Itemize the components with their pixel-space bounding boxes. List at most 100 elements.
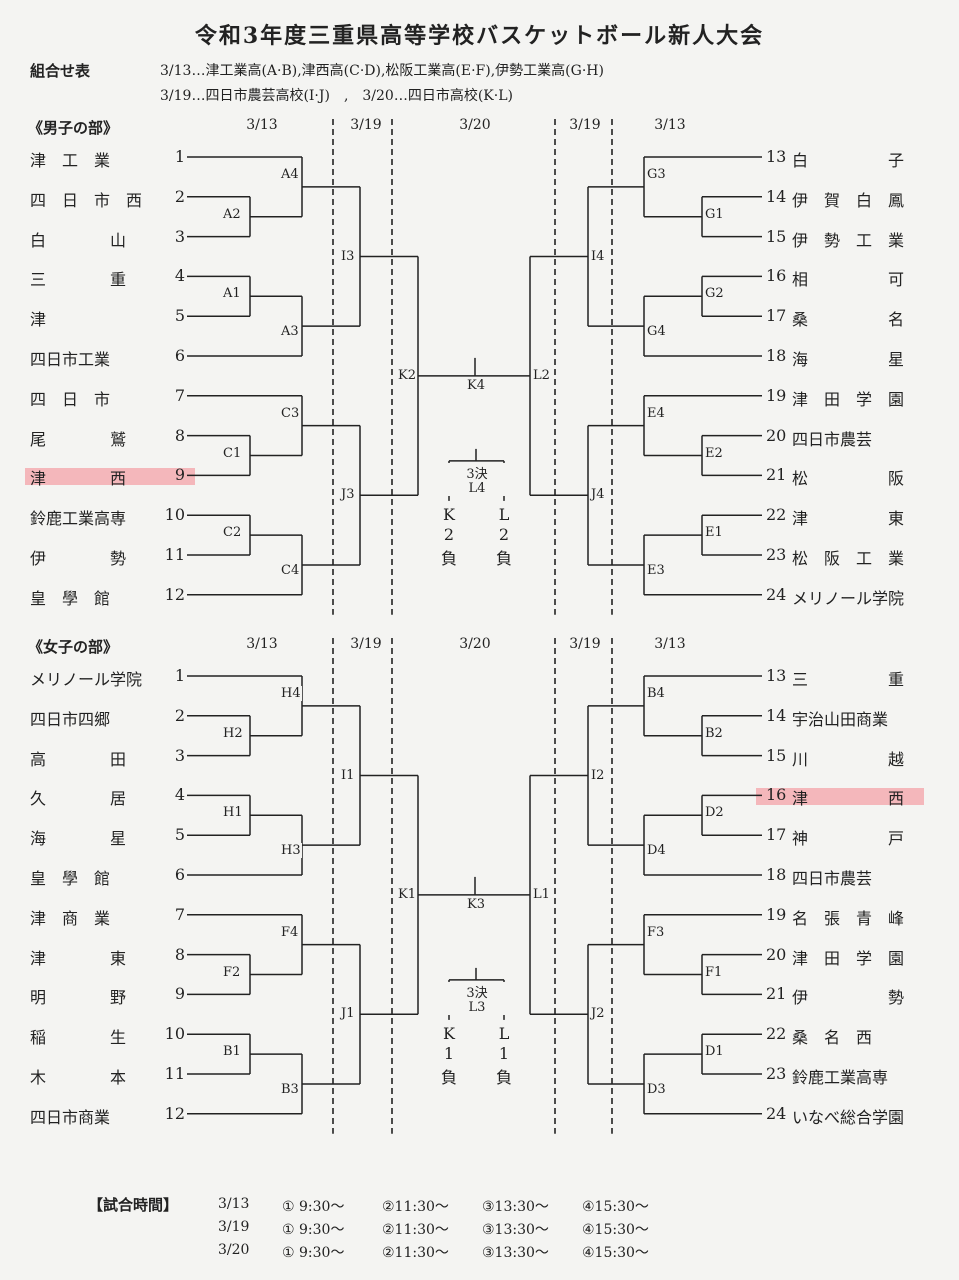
boys-team-right-13: 白 子 xyxy=(792,151,905,170)
girls-team-left-10: 稲 生 xyxy=(30,1028,127,1048)
girls-third-right-0: L xyxy=(498,1023,510,1043)
girls-match-D3: D3 xyxy=(646,1081,667,1097)
boys-match-G4: G4 xyxy=(646,324,667,340)
girls-team-right-22: 桑 名 西 xyxy=(792,1028,873,1048)
boys-seed-left-2: 2 xyxy=(174,186,185,206)
girls-seed-right-21: 21 xyxy=(766,984,787,1004)
venue-line-2: 3/19…四日市農芸高校(I·J) , 3/20…四日市高校(K·L) xyxy=(160,88,513,104)
schedule-date-1: 3/19 xyxy=(218,1219,250,1235)
schedule-t4-0: ④15:30～ xyxy=(582,1199,649,1215)
schedule-t3-1: ③13:30～ xyxy=(482,1222,549,1238)
girls-seed-left-11: 11 xyxy=(164,1064,185,1083)
boys-date-2: 3/20 xyxy=(459,117,491,133)
boys-third-right-0: L xyxy=(498,504,510,524)
girls-seed-right-16: 16 xyxy=(766,785,787,805)
girls-team-right-18: 四日市農芸 xyxy=(792,869,873,888)
boys-team-left-3: 白 山 xyxy=(30,230,127,250)
boys-seed-left-1: 1 xyxy=(174,147,185,166)
boys-match-C3: C3 xyxy=(280,405,301,421)
schedule-t1-0: ① 9:30～ xyxy=(282,1199,345,1215)
boys-match-G1: G1 xyxy=(704,206,725,222)
girls-team-right-17: 神 戸 xyxy=(792,829,905,849)
boys-team-left-5: 津 xyxy=(30,310,47,330)
girls-match-J2: J2 xyxy=(590,1006,606,1022)
girls-team-left-2: 四日市四郷 xyxy=(30,709,111,729)
schedule-t4-1: ④15:30～ xyxy=(582,1222,649,1238)
boys-team-right-15: 伊 勢 工 業 xyxy=(792,230,905,250)
schedule-t2-2: ②11:30～ xyxy=(382,1245,449,1261)
boys-third-title: 3決 xyxy=(436,462,518,482)
boys-match-E2: E2 xyxy=(704,445,724,461)
boys-third-left-2: 負 xyxy=(440,548,457,568)
schedule-label: 【試合時間】 xyxy=(88,1196,179,1214)
boys-seed-left-11: 11 xyxy=(164,545,185,564)
boys-date-1: 3/19 xyxy=(350,117,382,133)
girls-third-right-1: 1 xyxy=(498,1043,510,1063)
girls-team-right-24: いなべ総合学園 xyxy=(792,1107,905,1127)
boys-match-J3: J3 xyxy=(340,487,356,503)
schedule-date-2: 3/20 xyxy=(218,1242,250,1258)
boys-team-left-6: 四日市工業 xyxy=(30,350,111,369)
boys-seed-right-15: 15 xyxy=(766,226,787,246)
boys-seed-left-7: 7 xyxy=(174,385,185,405)
boys-seed-right-18: 18 xyxy=(766,346,787,365)
boys-seed-right-16: 16 xyxy=(766,266,787,286)
girls-third-left-1: 1 xyxy=(443,1043,455,1063)
girls-seed-right-17: 17 xyxy=(766,825,787,845)
boys-team-right-19: 津 田 学 園 xyxy=(792,389,905,409)
girls-seed-left-9: 9 xyxy=(174,984,185,1004)
boys-team-right-14: 伊 賀 白 鳳 xyxy=(792,190,905,210)
girls-date-1: 3/19 xyxy=(350,636,382,652)
boys-match-I3: I3 xyxy=(340,248,356,264)
girls-seed-right-19: 19 xyxy=(766,904,787,924)
boys-seed-left-6: 6 xyxy=(174,346,185,365)
girls-section-title: 《女子の部》 xyxy=(28,638,119,656)
boys-team-right-17: 桑 名 xyxy=(792,310,905,330)
girls-match-F4: F4 xyxy=(280,924,300,940)
girls-seed-left-2: 2 xyxy=(174,705,185,725)
boys-match-I4: I4 xyxy=(590,248,606,264)
girls-seed-left-12: 12 xyxy=(164,1103,185,1123)
girls-seed-left-1: 1 xyxy=(174,666,185,685)
boys-seed-left-9: 9 xyxy=(174,465,185,485)
girls-match-H3: H3 xyxy=(280,843,302,859)
boys-match-A2: A2 xyxy=(222,206,242,222)
boys-team-right-22: 津 東 xyxy=(792,509,905,529)
girls-seed-right-15: 15 xyxy=(766,745,787,765)
girls-team-left-3: 高 田 xyxy=(30,749,127,769)
girls-seed-right-20: 20 xyxy=(766,944,787,964)
boys-match-C4: C4 xyxy=(280,562,301,578)
boys-team-right-20: 四日市農芸 xyxy=(792,429,873,449)
girls-match-L1: L1 xyxy=(532,886,551,902)
boys-team-left-1: 津 工 業 xyxy=(30,151,111,170)
girls-team-right-16: 津 西 xyxy=(792,789,905,809)
girls-team-left-5: 海 星 xyxy=(30,829,127,849)
girls-seed-left-5: 5 xyxy=(174,825,185,845)
boys-third-right-2: 負 xyxy=(495,548,512,568)
girls-seed-right-13: 13 xyxy=(766,666,787,685)
girls-match-B4: B4 xyxy=(646,685,666,701)
girls-match-H1: H1 xyxy=(222,805,244,821)
girls-team-left-1: メリノール学院 xyxy=(30,670,143,689)
chart-label: 組合せ表 xyxy=(30,62,91,80)
boys-match-K2: K2 xyxy=(397,367,417,383)
girls-date-0: 3/13 xyxy=(246,636,278,652)
boys-match-E4: E4 xyxy=(646,405,666,421)
boys-seed-left-5: 5 xyxy=(174,306,185,326)
girls-match-H2: H2 xyxy=(222,725,244,741)
boys-team-left-4: 三 重 xyxy=(30,270,127,290)
girls-match-D4: D4 xyxy=(646,843,667,859)
girls-match-B2: B2 xyxy=(704,725,724,741)
boys-seed-right-13: 13 xyxy=(766,147,787,166)
girls-match-H4: H4 xyxy=(280,685,302,701)
boys-match-G2: G2 xyxy=(704,286,725,302)
girls-seed-left-10: 10 xyxy=(164,1024,185,1044)
boys-match-C1: C1 xyxy=(222,445,243,461)
girls-seed-left-8: 8 xyxy=(174,944,185,964)
boys-seed-right-24: 24 xyxy=(766,584,787,604)
boys-third-left-1: 2 xyxy=(443,524,455,544)
schedule-t2-0: ②11:30～ xyxy=(382,1199,449,1215)
girls-seed-left-6: 6 xyxy=(174,865,185,884)
girls-date-4: 3/13 xyxy=(654,636,686,652)
girls-seed-right-23: 23 xyxy=(766,1064,787,1083)
